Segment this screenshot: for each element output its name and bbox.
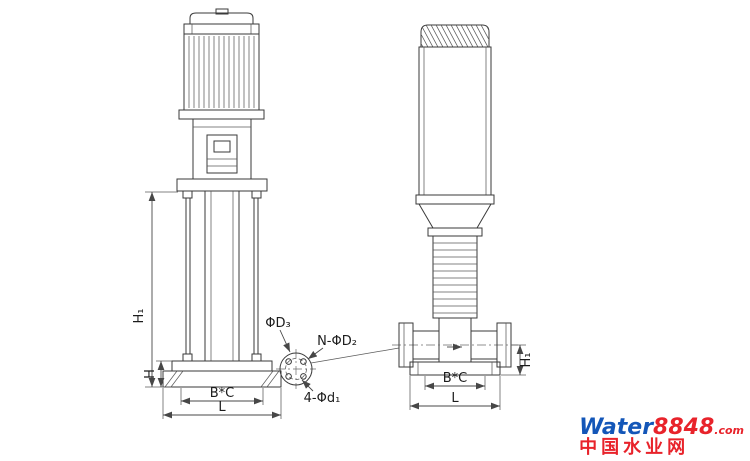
left-pump-view: H₁ H B*C L	[132, 8, 282, 419]
flange-detail-view: ΦD₃ N-ΦD₂ 4-Φd₁	[265, 316, 400, 406]
bolt-hole	[285, 373, 292, 380]
watermark-number: 8848	[653, 415, 715, 441]
right-pump-view: B*C L H₁	[392, 24, 534, 410]
watermark-brand: Water	[579, 415, 654, 441]
bolt-hole	[300, 373, 307, 380]
dim-label-n-phi-d2: N-ΦD₂	[317, 334, 357, 349]
dim-label-bc-left: B*C	[210, 386, 235, 401]
dim-label-l-left: L	[218, 400, 226, 415]
watermark-site-name: 中国水业网	[579, 437, 690, 459]
dim-label-h1-left: H₁	[132, 309, 147, 324]
stage-rings	[433, 242, 477, 314]
dim-label-phi-d3: ΦD₃	[265, 316, 290, 331]
watermark: Water8848.com 中国水业网	[579, 416, 744, 458]
dim-label-l-right: L	[451, 391, 459, 406]
dim-label-h-left: H	[143, 369, 158, 379]
motor-fins	[188, 36, 255, 108]
watermark-logo: Water8848.com	[579, 416, 744, 439]
dim-label-4-phi-d1: 4-Φd₁	[304, 391, 341, 406]
dim-label-bc-right: B*C	[443, 371, 468, 386]
fan-grille-hatch	[421, 25, 489, 47]
bolt-hole	[300, 358, 307, 365]
dim-label-h1-right: H₁	[519, 353, 534, 368]
bolt-hole	[285, 358, 292, 365]
watermark-domain-suffix: .com	[714, 424, 744, 438]
